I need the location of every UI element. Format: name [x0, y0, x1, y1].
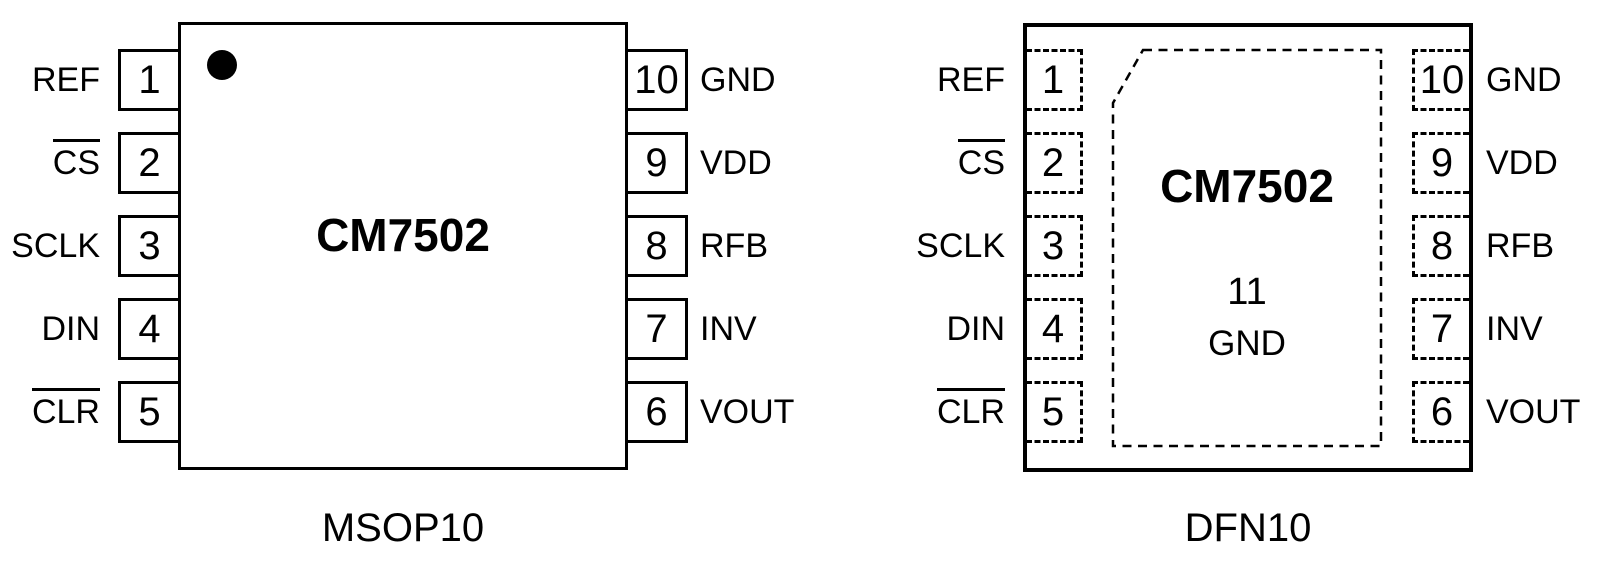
pin-name: VDD — [1486, 144, 1558, 182]
pin-label: SCLK — [880, 215, 1005, 277]
pin-number: 3 — [138, 224, 161, 268]
pin-name: RFB — [700, 227, 768, 265]
msop10-chip-body — [178, 22, 628, 470]
pin-box: 5 — [118, 381, 181, 443]
pin-name: CLR — [936, 388, 1006, 431]
pin-number: 5 — [1041, 390, 1065, 434]
pin-name: GND — [700, 61, 776, 99]
pin-number: 2 — [1041, 141, 1065, 185]
pin-label: DIN — [0, 298, 100, 360]
pin-number: 6 — [645, 390, 668, 434]
pin-box: 9 — [1412, 132, 1469, 194]
pin-name: SCLK — [916, 227, 1005, 265]
pin-label: SCLK — [0, 215, 100, 277]
dfn10-chip-body — [1023, 23, 1473, 472]
pin-box: 2 — [1026, 132, 1083, 194]
pin-name: DIN — [41, 310, 100, 348]
pin-number: 8 — [1430, 224, 1454, 268]
pin-name: VOUT — [700, 393, 795, 431]
pin-label: CS — [880, 132, 1006, 194]
pin-name: VDD — [700, 144, 772, 182]
pin-number: 3 — [1041, 224, 1065, 268]
pin-number: 10 — [634, 58, 679, 102]
pin1-marker-dot-icon — [207, 50, 237, 80]
pin-number: 9 — [1430, 141, 1454, 185]
thermal-pad-outline — [1111, 48, 1383, 448]
pin-number: 8 — [645, 224, 668, 268]
pin-box: 6 — [1412, 381, 1469, 443]
pin-box: 10 — [1412, 49, 1469, 111]
pin-number: 7 — [1430, 307, 1454, 351]
pin-number: 9 — [645, 141, 668, 185]
pin-box: 4 — [1026, 298, 1083, 360]
pin-label: DIN — [880, 298, 1005, 360]
pin-box: 1 — [1026, 49, 1083, 111]
pin-number: 4 — [1041, 307, 1065, 351]
pin-box: 7 — [625, 298, 688, 360]
pin-name: CLR — [31, 388, 101, 431]
pin-name: REF — [937, 61, 1005, 99]
pin-name: CS — [957, 139, 1006, 182]
pin-name: REF — [32, 61, 100, 99]
pin-box: 9 — [625, 132, 688, 194]
pin-number: 4 — [138, 307, 161, 351]
pin-number: 5 — [138, 390, 161, 434]
pin-number: 1 — [1041, 58, 1065, 102]
pin-box: 10 — [625, 49, 688, 111]
pin-label: CLR — [880, 381, 1006, 443]
package-caption: MSOP10 — [321, 506, 485, 550]
pin-label: RFB — [1486, 215, 1600, 277]
pin-box: 4 — [118, 298, 181, 360]
pin-name: INV — [700, 310, 757, 348]
pin-name: DIN — [946, 310, 1005, 348]
pin-name: CS — [52, 139, 101, 182]
pin-label: VOUT — [700, 381, 860, 443]
pin-name: GND — [1486, 61, 1562, 99]
dfn10-part-number: CM7502 — [1160, 160, 1334, 212]
pin-box: 3 — [118, 215, 181, 277]
pin-label: GND — [1486, 49, 1600, 111]
pin-box: 3 — [1026, 215, 1083, 277]
pin-box: 2 — [118, 132, 181, 194]
pin-number: 1 — [138, 58, 161, 102]
pin-label: VDD — [1486, 132, 1600, 194]
pin-name: SCLK — [11, 227, 100, 265]
pin-box: 7 — [1412, 298, 1469, 360]
thermal-pad-number: 11 — [1227, 271, 1267, 313]
pin-label: INV — [1486, 298, 1600, 360]
pin-label: VOUT — [1486, 381, 1600, 443]
pin-number: 7 — [645, 307, 668, 351]
pin-box: 5 — [1026, 381, 1083, 443]
pin-name: VOUT — [1486, 393, 1581, 431]
pin-label: GND — [700, 49, 860, 111]
pin-box: 8 — [625, 215, 688, 277]
pin-number: 2 — [138, 141, 161, 185]
pin-label: REF — [0, 49, 100, 111]
thermal-pad-name: GND — [1208, 324, 1286, 363]
pin-number: 6 — [1430, 390, 1454, 434]
pin-name: INV — [1486, 310, 1543, 348]
pin-label: REF — [880, 49, 1005, 111]
pin-label: CLR — [0, 381, 101, 443]
pin-label: INV — [700, 298, 860, 360]
pin-number: 10 — [1419, 58, 1465, 102]
msop10-part-number: CM7502 — [316, 209, 490, 261]
pin-name: RFB — [1486, 227, 1554, 265]
package-caption: DFN10 — [1184, 506, 1312, 550]
pin-box: 8 — [1412, 215, 1469, 277]
pin-box: 1 — [118, 49, 181, 111]
pin-label: RFB — [700, 215, 860, 277]
pin-box: 6 — [625, 381, 688, 443]
pin-label: CS — [0, 132, 101, 194]
pin-label: VDD — [700, 132, 860, 194]
